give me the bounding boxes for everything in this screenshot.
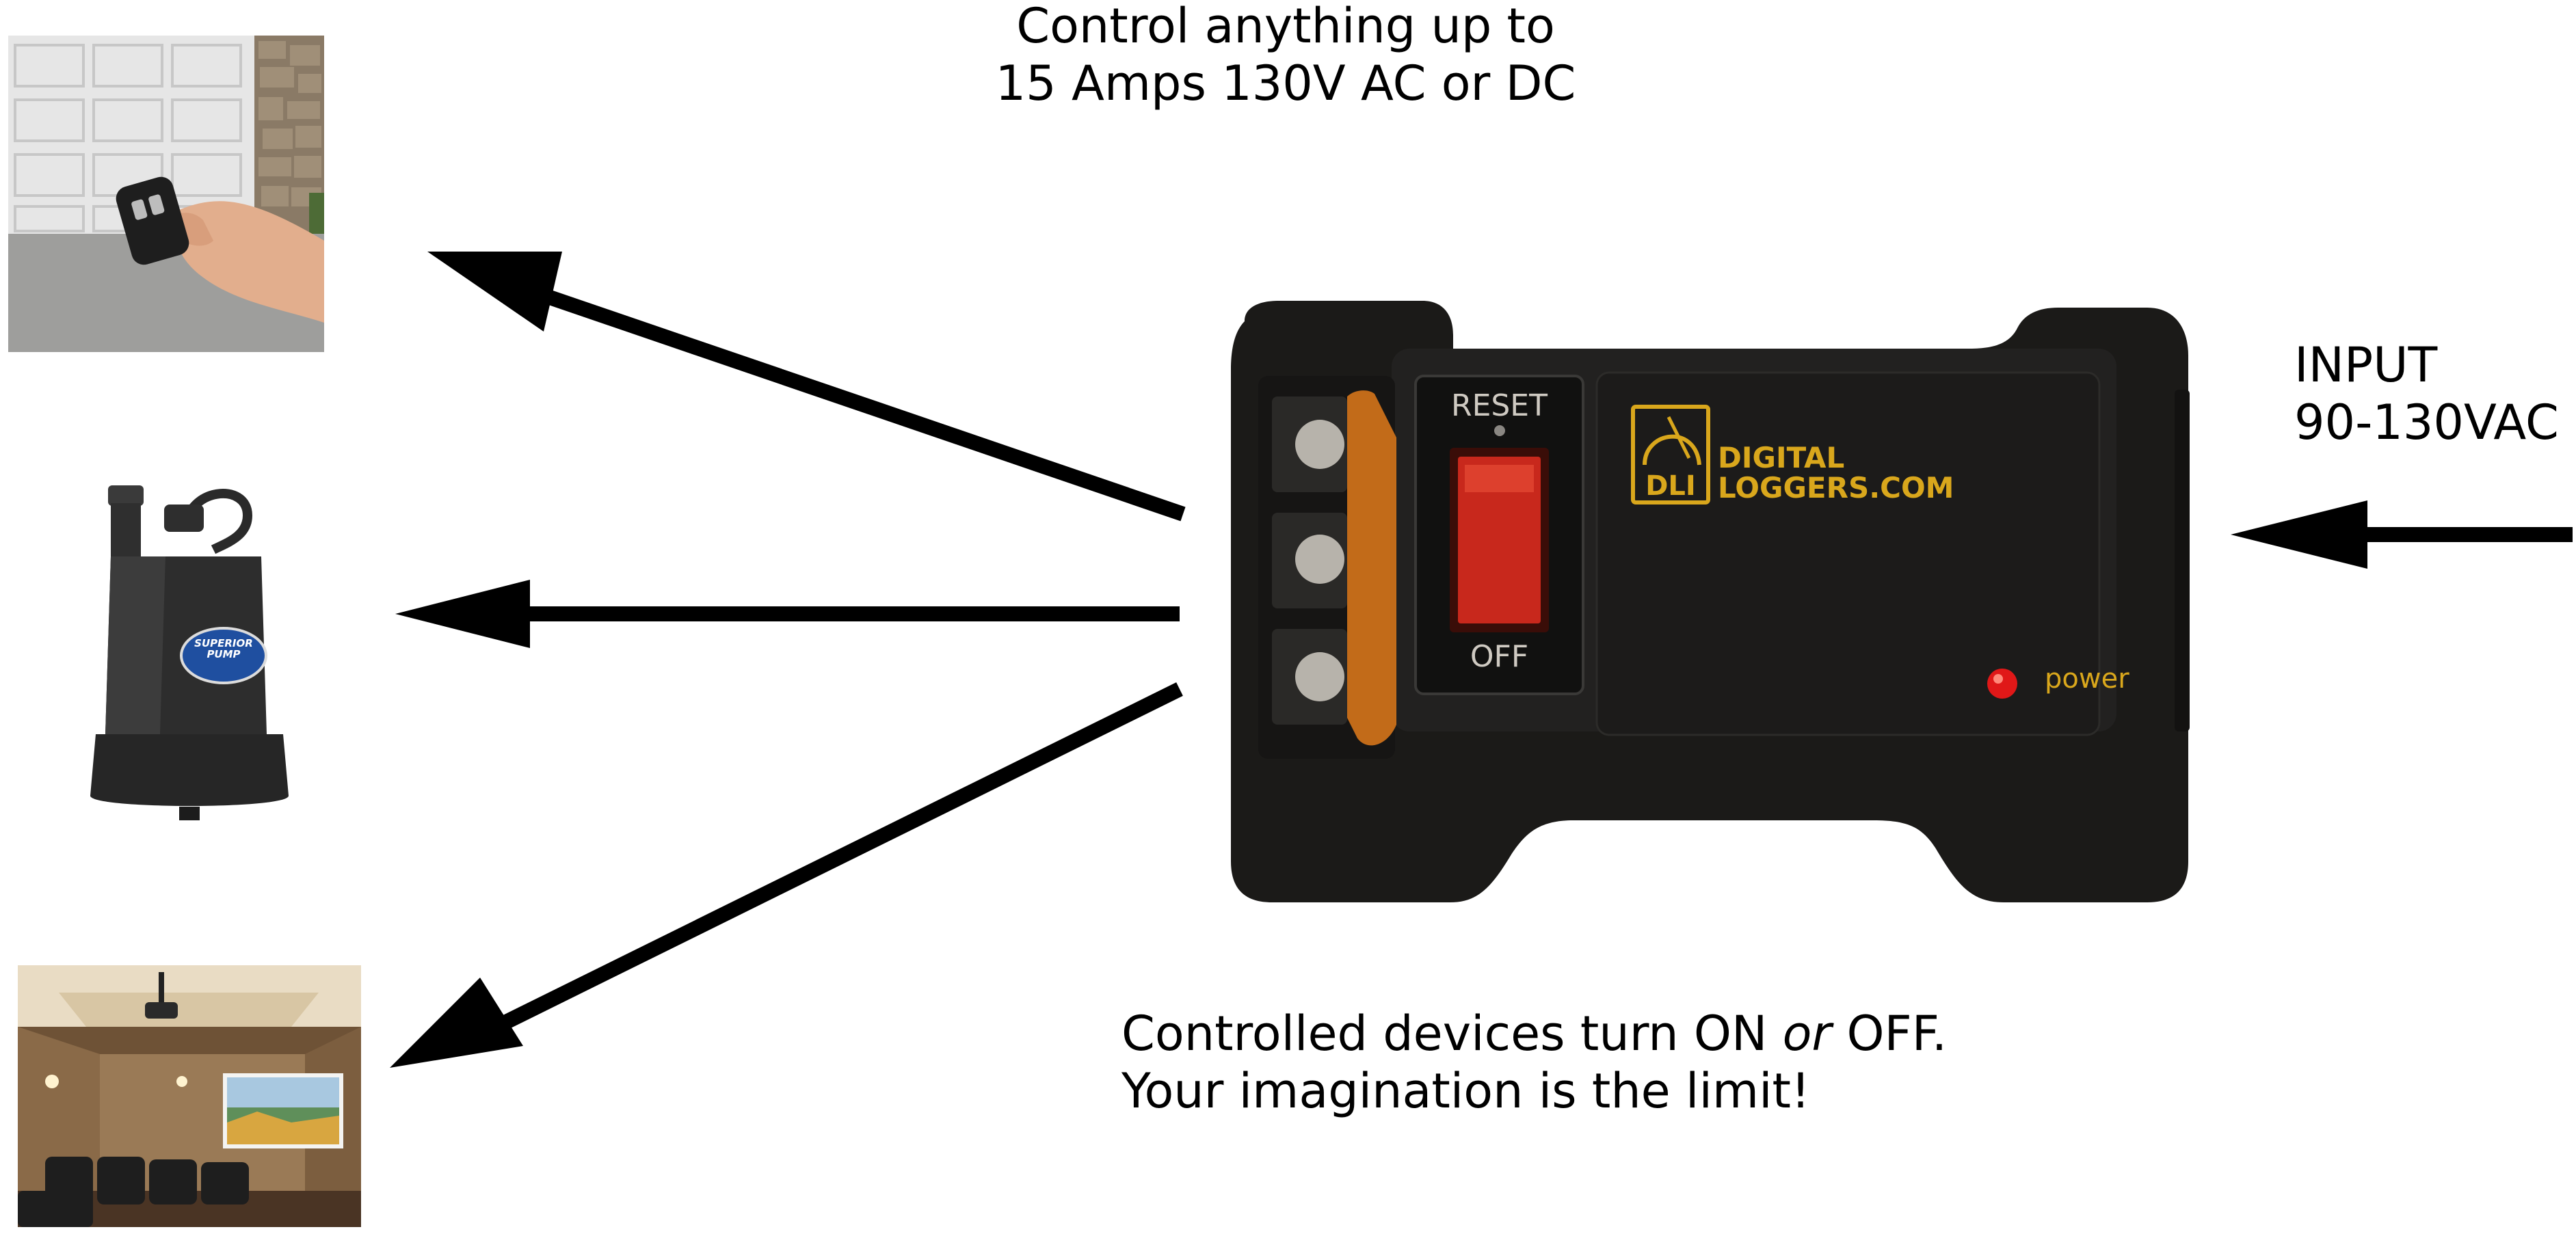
- brand-name: DIGITAL LOGGERS.COM: [1718, 441, 1954, 505]
- arrow-to-home-theater: [390, 682, 1183, 1068]
- terminal-screws: [1272, 396, 1347, 725]
- input-label-line2: 90-130VAC: [2294, 394, 2559, 450]
- terminal-screw-3: [1295, 652, 1344, 701]
- input-label: INPUT 90-130VAC: [2294, 336, 2559, 451]
- brand-line1: DIGITAL: [1718, 441, 1845, 474]
- input-arrow: [2231, 500, 2573, 569]
- switch-reset-label: RESET: [1451, 388, 1548, 423]
- pump-badge-line2: PUMP: [207, 647, 241, 660]
- rocker-switch[interactable]: [1458, 457, 1541, 623]
- top-caption-line2: 15 Amps 130V AC or DC: [995, 55, 1576, 111]
- bottom-caption-line1-em: or: [1782, 1006, 1832, 1062]
- bottom-caption-line1-pre: Controlled devices turn ON: [1121, 1006, 1783, 1062]
- clear-guard: [1347, 390, 1396, 746]
- terminal-screw-2: [1295, 535, 1344, 584]
- power-label: power: [2045, 663, 2129, 695]
- terminal-screw-1: [1295, 420, 1344, 469]
- bottom-caption-line1: Controlled devices turn ON or OFF.: [1121, 1005, 1947, 1062]
- input-label-line1: INPUT: [2294, 337, 2438, 393]
- home-theater-photo: [18, 965, 361, 1227]
- pump-badge-line1: SUPERIOR: [194, 637, 253, 649]
- pump-badge-text: SUPERIOR PUMP: [185, 638, 263, 660]
- arrow-to-pump: [395, 580, 1180, 648]
- bottom-caption-line1-post: OFF.: [1831, 1006, 1948, 1062]
- arrow-to-garage-remote: [427, 252, 1186, 522]
- bottom-caption-line2: Your imagination is the limit!: [1121, 1063, 1811, 1119]
- bottom-caption: Controlled devices turn ON or OFF. Your …: [1121, 1005, 1947, 1120]
- top-caption-line1: Control anything up to: [1016, 0, 1555, 54]
- power-led: [1987, 669, 2017, 699]
- switch-off-label: OFF: [1470, 639, 1529, 674]
- garage-remote-photo: [8, 36, 324, 352]
- dli-logo-text: DLI: [1645, 470, 1696, 502]
- top-caption: Control anything up to 15 Amps 130V AC o…: [996, 0, 1576, 112]
- pump-badge: [180, 627, 267, 684]
- dli-logo-mark: [1631, 405, 1710, 505]
- brand-line2: LOGGERS.COM: [1718, 471, 1954, 505]
- relay-device: RESET OFF DLI DIGITAL LOGGERS.COM power: [1217, 301, 2216, 930]
- sump-pump-photo: SUPERIOR PUMP: [83, 474, 295, 831]
